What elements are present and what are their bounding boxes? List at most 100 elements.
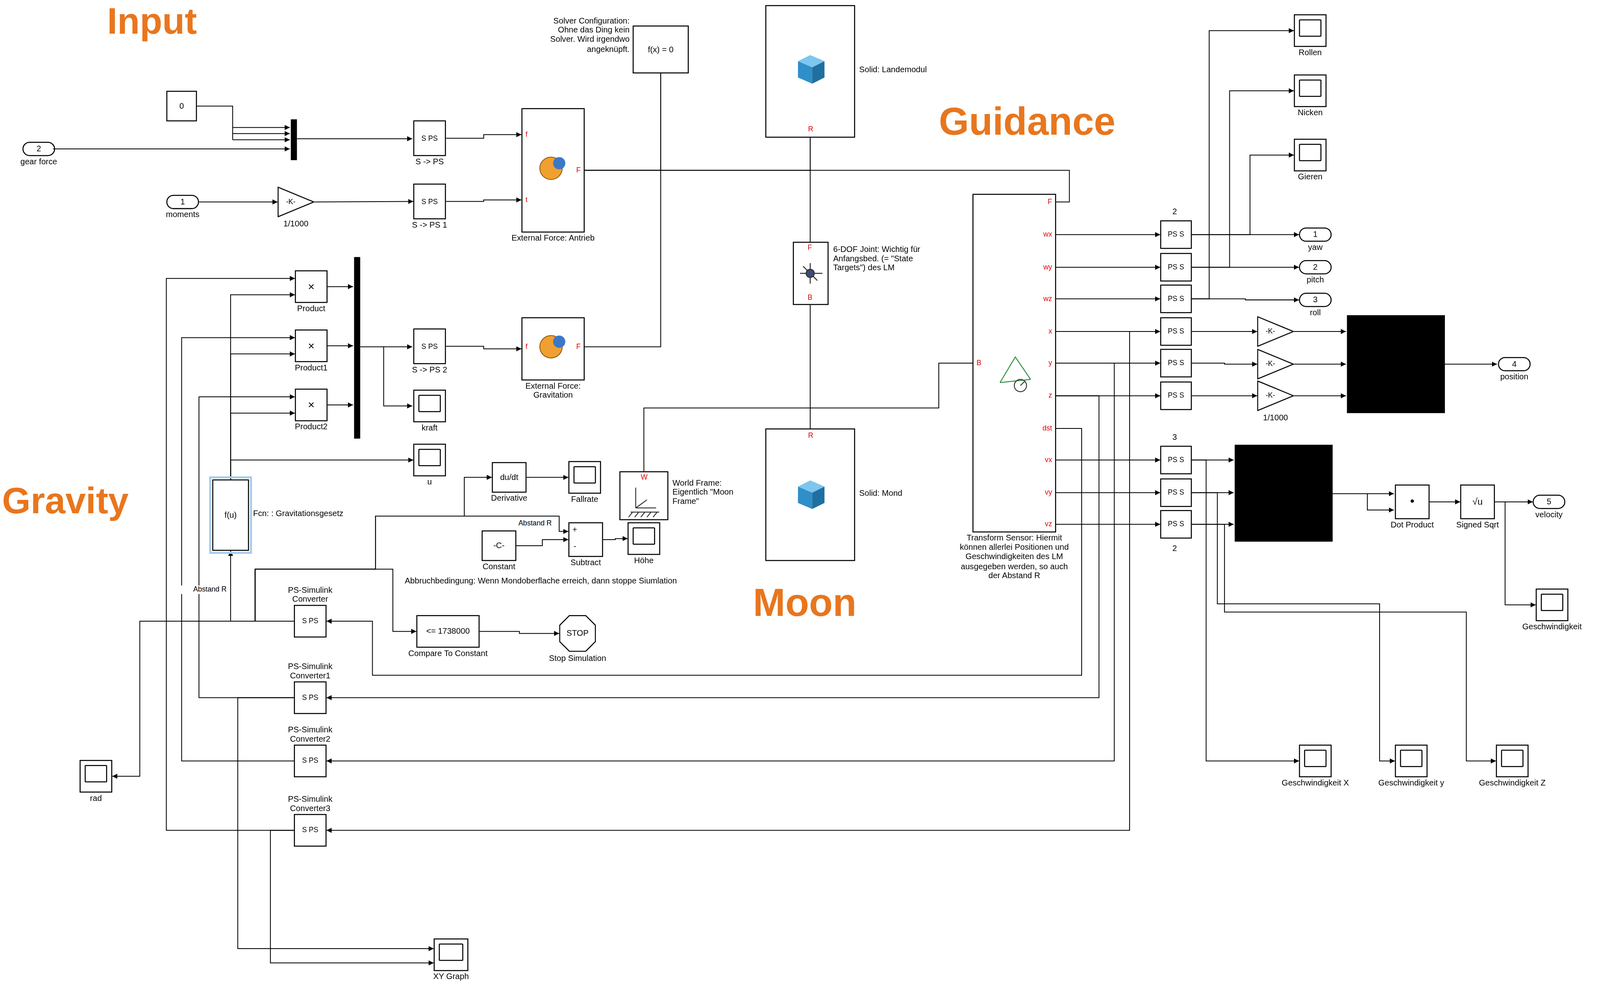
block-caption: Dot Product	[1390, 520, 1434, 530]
block-text: du/dt	[500, 472, 519, 483]
port-label: B	[807, 293, 813, 302]
gain-triangle	[1257, 349, 1294, 380]
port-block: 1yaw	[1298, 227, 1332, 242]
block-caption: yaw	[1308, 242, 1323, 253]
block-text: f(x) = 0	[647, 44, 674, 54]
port-label: x	[1048, 327, 1053, 336]
block-caption: Stop Simulation	[549, 653, 607, 664]
port-label: vy	[1044, 488, 1053, 497]
simulink-block: ×Product1	[295, 329, 328, 363]
simulink-block: S PSPS-Simulink Converter	[293, 605, 327, 638]
signal-line	[1191, 331, 1258, 333]
simulink-block: f(x) = 0Solver Configuration: Ohne das D…	[632, 25, 689, 74]
block-caption: Höhe	[633, 556, 654, 566]
signal-line	[526, 477, 569, 479]
block-caption: External Force: Gravitation	[506, 381, 599, 401]
signal-line	[516, 539, 569, 546]
section-heading: Input	[107, 0, 197, 43]
block-caption: velocity	[1535, 510, 1563, 520]
signal-line	[198, 396, 295, 699]
signal-line	[1056, 234, 1161, 236]
physical-connection	[584, 137, 811, 171]
block-caption: S -> PS 2	[411, 365, 448, 375]
signal-line	[1429, 501, 1460, 503]
block-caption: Product2	[295, 422, 328, 432]
annotation: 2	[1172, 543, 1178, 554]
block-text: 4	[1511, 359, 1517, 369]
masked-subsystem	[1234, 315, 1445, 542]
simulink-block: PS S	[1160, 510, 1192, 539]
annotation: 3	[1172, 432, 1178, 443]
block-text: f(u)	[224, 510, 237, 520]
block-caption: kraft	[421, 423, 438, 433]
scope-block: kraft	[413, 389, 446, 423]
block-caption: roll	[1309, 308, 1321, 318]
port-block: 2gear force	[22, 141, 55, 156]
block-caption: 1/1000	[1263, 413, 1289, 423]
block-text: S PS	[421, 342, 438, 351]
block-text: PS S	[1167, 230, 1184, 239]
port-label: B	[976, 359, 982, 368]
block-text: S PS	[421, 134, 438, 143]
signal-line	[1056, 523, 1161, 525]
block-text: PS S	[1167, 488, 1184, 497]
simulink-block: <= 1738000Compare To Constant	[416, 615, 480, 648]
port-label: z	[1048, 391, 1053, 400]
block-text: 1	[1313, 230, 1318, 240]
gain-block: -K-1/1000	[277, 186, 315, 218]
annotation: Abstand R	[179, 585, 227, 594]
port-label: W	[640, 473, 648, 482]
port-block: 2pitch	[1298, 260, 1332, 275]
block-caption: XY Graph	[433, 972, 469, 982]
block-caption: PS-Simulink Converter1	[278, 661, 342, 681]
block-caption: Compare To Constant	[408, 649, 488, 659]
block-caption: Solid: Landemodul	[859, 65, 982, 75]
simulink-block: +-Subtract	[568, 522, 603, 557]
signal-line	[230, 460, 414, 480]
block-caption: Geschwindigkeit	[1522, 622, 1582, 632]
simulink-block: WWorld Frame: Eigentlich "Moon Frame"	[619, 471, 669, 521]
block-text: ×	[308, 398, 315, 412]
simulink-block: PS S	[1160, 220, 1192, 249]
function-block: f(u)Fcn: : Gravitationsgesetz	[212, 479, 250, 552]
block-text: √u	[1472, 496, 1483, 508]
signal-line	[1056, 267, 1161, 268]
port-label: R	[808, 431, 814, 440]
port-label: f	[525, 342, 528, 352]
block-caption: Product1	[295, 363, 328, 373]
port-block: 5velocity	[1532, 494, 1566, 509]
block-caption: S -> PS	[415, 157, 444, 167]
outline	[1257, 381, 1294, 411]
port-block: 4position	[1498, 357, 1531, 372]
simulink-block: S PSPS-Simulink Converter2	[293, 744, 327, 778]
signal-line	[1191, 460, 1299, 762]
block-text: 1	[180, 197, 185, 207]
simulink-block: FwxwywzxyzdstvxvyvzBTransform Sensor: Hi…	[972, 194, 1057, 533]
block-text: PS S	[1167, 456, 1184, 465]
block-caption: Constant	[482, 562, 516, 572]
physical-connection	[584, 73, 661, 348]
block-text: 2	[1313, 262, 1318, 272]
simulink-block: ×Product2	[295, 388, 328, 422]
block-text: <= 1738000	[426, 627, 470, 637]
scope-block: XY Graph	[433, 938, 468, 972]
signal-line	[479, 631, 560, 634]
block-text: 5	[1546, 497, 1552, 507]
scope-block: Rollen	[1293, 14, 1327, 47]
joint-icon	[800, 263, 823, 284]
port-label: wy	[1043, 263, 1053, 272]
block-caption: Signed Sqrt	[1456, 520, 1499, 530]
signal-line	[326, 428, 1082, 676]
simulink-block: S PSS -> PS 2	[413, 328, 446, 365]
block-caption: PS-Simulink Converter	[278, 585, 342, 604]
block-text: STOP	[566, 629, 589, 639]
outline	[1257, 349, 1294, 380]
signal-line	[230, 551, 294, 622]
port-label: dst	[1042, 424, 1052, 433]
block-text: S PS	[301, 756, 319, 766]
signal-line	[1191, 395, 1258, 397]
port-block: 1moments	[166, 194, 199, 210]
solid-cube-icon	[797, 55, 825, 510]
scope-block: Geschwindigkeit X	[1298, 744, 1332, 778]
